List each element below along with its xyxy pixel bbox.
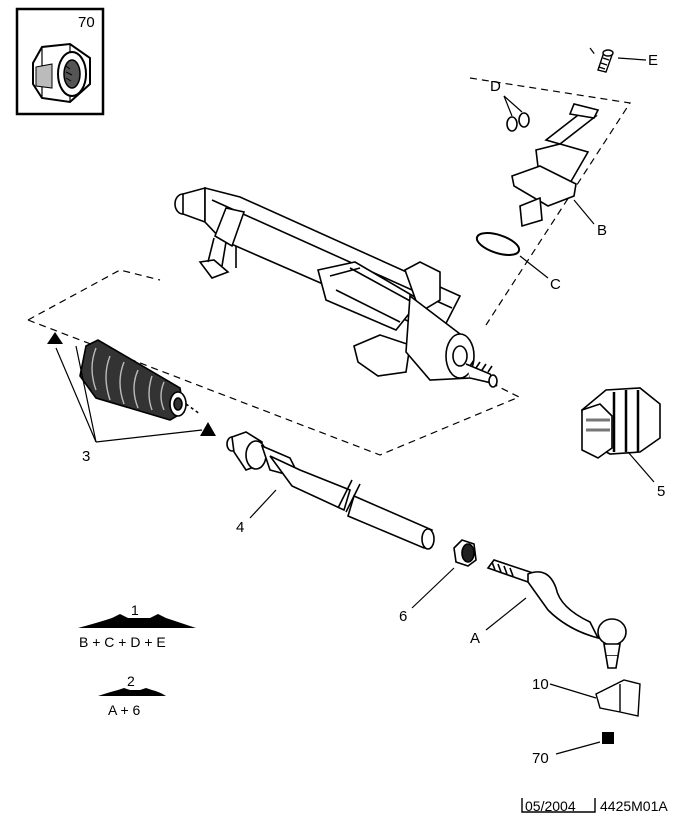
callout-70: 70 — [532, 750, 549, 767]
assembly-outline — [27, 47, 632, 456]
callout-5: 5 — [657, 483, 665, 500]
bushing — [581, 387, 661, 459]
o-rings-d — [506, 112, 530, 132]
steering-rack-housing — [174, 186, 498, 388]
nut-icon — [32, 42, 91, 104]
kit-2-number: 2 — [127, 673, 135, 689]
footer-reference: 05/2004 4425M01A — [521, 798, 668, 814]
kit-1-number: 1 — [131, 602, 139, 618]
footer-date: 05/2004 — [525, 798, 576, 814]
kit-2-contents: A + 6 — [108, 702, 141, 718]
inset-nut-70: 70 — [15, 7, 105, 116]
callout-b: B — [597, 222, 607, 239]
callout-4: 4 — [236, 519, 244, 536]
leader-lines — [55, 57, 655, 755]
callout-e: E — [648, 52, 658, 69]
kit-legend-1: 1 B + C + D + E — [78, 602, 196, 650]
kit-legend-2: 2 A + 6 — [98, 673, 166, 718]
callout-c: C — [550, 276, 561, 293]
pinion-assembly — [511, 103, 600, 228]
tie-rod-end — [486, 559, 627, 669]
screw-e — [597, 49, 614, 73]
callout-d: D — [490, 78, 501, 95]
kit-1-contents: B + C + D + E — [79, 634, 166, 650]
seal-ring-c — [475, 232, 521, 256]
callout-a: A — [470, 630, 480, 647]
nut-70-lower — [602, 732, 614, 744]
bracket-10 — [595, 679, 641, 717]
bellows-boot — [79, 339, 201, 421]
callout-6: 6 — [399, 608, 407, 625]
callout-3: 3 — [82, 448, 90, 465]
triangle-markers — [47, 332, 216, 436]
inset-label: 70 — [78, 14, 95, 31]
footer-code: 4425M01A — [600, 798, 668, 814]
lock-nut — [453, 539, 477, 567]
callout-10: 10 — [532, 676, 549, 693]
inner-tie-rod — [226, 431, 435, 550]
